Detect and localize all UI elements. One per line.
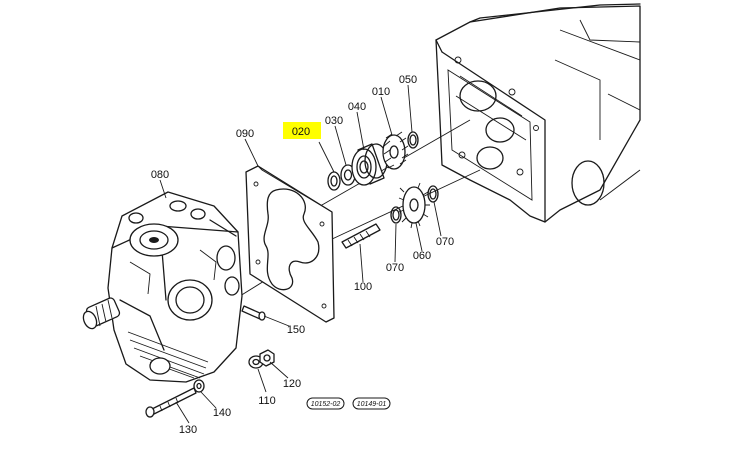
reference-code-left: 10152-02: [311, 401, 341, 408]
spur-gear-upper: [382, 131, 409, 170]
hydraulic-pump-assembly: [82, 191, 243, 383]
callout-030: 030: [325, 115, 343, 127]
reference-box-left: [306, 397, 345, 410]
gasket: [245, 165, 335, 323]
callout-labels: 020 030 040 010 050 060 070 070 080 090 …: [151, 74, 454, 436]
callout-070-right: 070: [436, 236, 454, 248]
part-020-highlight: [283, 122, 321, 139]
callout-140: 140: [213, 407, 231, 419]
callout-110: 110: [258, 395, 276, 407]
callout-080: 080: [151, 169, 169, 181]
callout-060: 060: [413, 250, 431, 262]
leader-lines: [159, 84, 442, 424]
callout-120: 120: [283, 378, 301, 390]
circlip-lower-left: [390, 206, 402, 224]
callout-010: 010: [372, 86, 390, 98]
spur-gear-lower: [398, 182, 430, 229]
oil-seal: [327, 171, 341, 191]
reference-box-right: [352, 397, 391, 410]
reference-codes: 10152-02 10149-01: [306, 397, 391, 410]
callout-100: 100: [354, 281, 372, 293]
transmission-housing: [435, 3, 641, 223]
callout-050: 050: [399, 74, 417, 86]
callout-150: 150: [287, 324, 305, 336]
reference-code-right: 10149-01: [357, 401, 387, 408]
callout-130: 130: [179, 424, 197, 436]
circlip-lower-right: [427, 185, 439, 203]
callout-070-lower: 070: [386, 262, 404, 274]
ball-bearing: [351, 143, 388, 186]
callout-040: 040: [348, 101, 366, 113]
stud-bolt: [241, 305, 266, 321]
callout-090: 090: [236, 128, 254, 140]
callout-020: 020: [292, 126, 310, 138]
bolt-washer: [193, 379, 205, 393]
drive-shaft: [341, 223, 381, 249]
hex-bolt: [145, 387, 197, 418]
circlip-upper: [407, 131, 419, 149]
